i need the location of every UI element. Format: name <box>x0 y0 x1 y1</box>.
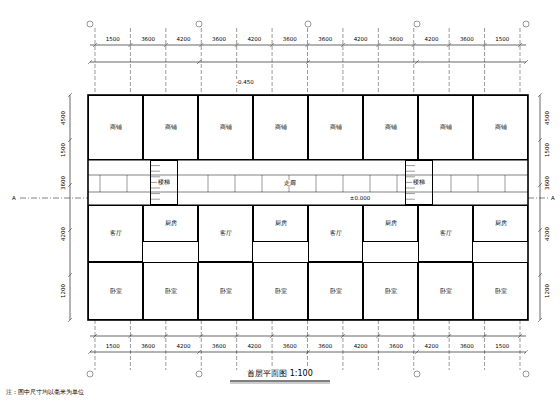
dimension-text: 4200 <box>246 36 262 42</box>
dimension-text: 4500 <box>60 110 66 126</box>
drawing-title: 首层平面图 1:100 <box>245 368 315 379</box>
dimension-text: 3600 <box>140 343 156 349</box>
room-box: 厨房 <box>473 205 528 242</box>
dimension-text: 1500 <box>105 343 121 349</box>
dimension-text: 4200 <box>544 226 550 242</box>
note-text: A <box>11 195 17 201</box>
room-box: 客厅 <box>198 205 253 262</box>
dimension-text: 4200 <box>176 343 192 349</box>
room-box: 商铺 <box>473 95 528 160</box>
dimension-text: 1500 <box>494 343 510 349</box>
room-box: 商铺 <box>363 95 418 160</box>
room-name: 客厅 <box>439 229 453 238</box>
dimension-text: 3600 <box>211 36 227 42</box>
room-name: 客厅 <box>329 229 343 238</box>
dimension-text: 4200 <box>423 343 439 349</box>
room-name: 卧室 <box>384 287 398 296</box>
dimension-text: 3600 <box>459 36 475 42</box>
room-box: 卧室 <box>143 262 198 320</box>
dimension-text: 4200 <box>60 226 66 242</box>
dimension-text: 3600 <box>211 343 227 349</box>
dimension-text: 4200 <box>246 343 262 349</box>
room-name: 厨房 <box>494 219 508 228</box>
dimension-text: 4200 <box>176 36 192 42</box>
room-box: 卧室 <box>308 262 363 320</box>
room-name: 客厅 <box>219 229 233 238</box>
room-box: 商铺 <box>88 95 143 160</box>
room-box: 卧室 <box>363 262 418 320</box>
dimension-text: 4200 <box>423 36 439 42</box>
dimension-text: 1200 <box>544 283 550 299</box>
dimension-text: 3600 <box>140 36 156 42</box>
room-name: 商铺 <box>439 123 453 132</box>
dimension-text: 1500 <box>544 142 550 158</box>
dimension-text: 4500 <box>544 110 550 126</box>
room-box: 商铺 <box>198 95 253 160</box>
room-name: 商铺 <box>109 123 123 132</box>
room-name: 厨房 <box>274 219 288 228</box>
room-box: 客厅 <box>88 205 143 262</box>
room-box: 楼梯 <box>405 160 433 205</box>
dimension-text: 1500 <box>105 36 121 42</box>
room-name: 卧室 <box>329 287 343 296</box>
dimension-text: 4200 <box>353 343 369 349</box>
dimension-text: 3600 <box>60 175 66 191</box>
room-name: 商铺 <box>164 123 178 132</box>
dimension-text: 4200 <box>353 36 369 42</box>
outer-wall <box>88 95 528 320</box>
dimension-text: 3600 <box>317 343 333 349</box>
room-name: 商铺 <box>219 123 233 132</box>
note-text: 走廊 <box>283 180 297 186</box>
room-name: 卧室 <box>109 287 123 296</box>
dimension-text: 1200 <box>60 283 66 299</box>
room-name: 卧室 <box>274 287 288 296</box>
room-name: 楼梯 <box>412 178 426 187</box>
dimension-text: 3600 <box>282 36 298 42</box>
room-box: 厨房 <box>143 205 198 242</box>
room-box: 商铺 <box>143 95 198 160</box>
room-name: 卧室 <box>219 287 233 296</box>
note-text: ±0.000 <box>349 195 371 201</box>
room-box: 楼梯 <box>150 160 178 205</box>
room-box: 厨房 <box>363 205 418 242</box>
dimension-text: 1500 <box>60 142 66 158</box>
room-box: 卧室 <box>88 262 143 320</box>
dimension-text: 1500 <box>494 36 510 42</box>
room-box: 客厅 <box>308 205 363 262</box>
note-text: -0.450 <box>235 79 255 85</box>
room-box: 商铺 <box>253 95 308 160</box>
dimension-text: 3600 <box>459 343 475 349</box>
room-name: 客厅 <box>109 229 123 238</box>
dimension-text: 3600 <box>388 343 404 349</box>
room-name: 商铺 <box>274 123 288 132</box>
room-name: 卧室 <box>439 287 453 296</box>
room-name: 厨房 <box>164 219 178 228</box>
room-name: 商铺 <box>384 123 398 132</box>
room-box: 卧室 <box>473 262 528 320</box>
room-box: 厨房 <box>253 205 308 242</box>
room-name: 卧室 <box>164 287 178 296</box>
room-box: 卧室 <box>418 262 473 320</box>
room-name: 商铺 <box>494 123 508 132</box>
room-box: 商铺 <box>418 95 473 160</box>
room-box: 客厅 <box>418 205 473 262</box>
dimension-text: 3600 <box>388 36 404 42</box>
note-text: A <box>550 195 556 201</box>
room-box: 卧室 <box>198 262 253 320</box>
room-name: 楼梯 <box>157 178 171 187</box>
dimension-text: 3600 <box>544 175 550 191</box>
room-box: 商铺 <box>308 95 363 160</box>
room-name: 卧室 <box>494 287 508 296</box>
note-text: 注：图中尺寸均以毫米为单位 <box>5 389 85 395</box>
dimension-text: 3600 <box>317 36 333 42</box>
room-name: 厨房 <box>384 219 398 228</box>
dimension-text: 3600 <box>282 343 298 349</box>
room-name: 商铺 <box>329 123 343 132</box>
room-box: 卧室 <box>253 262 308 320</box>
